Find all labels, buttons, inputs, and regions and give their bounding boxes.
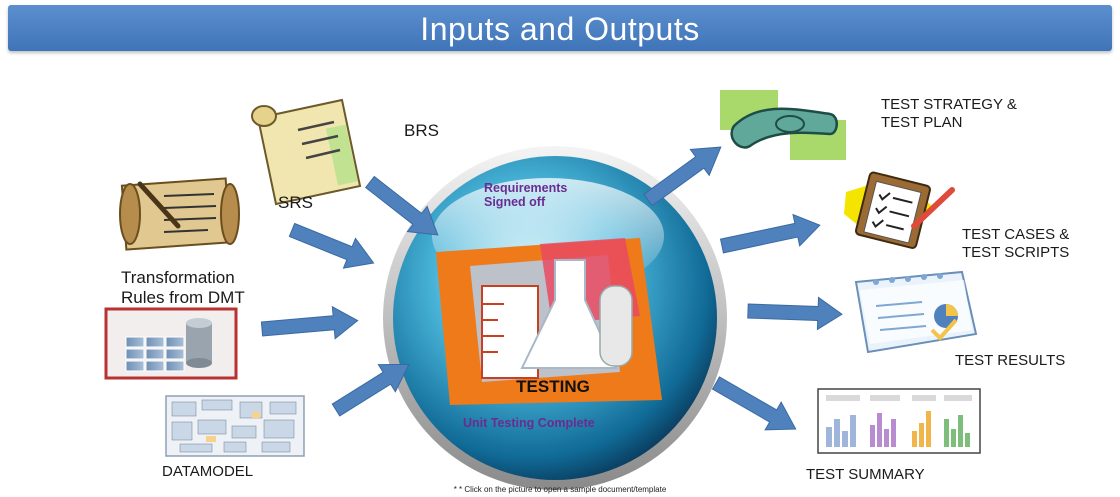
arrow-testing-to-strategy	[643, 146, 722, 207]
unit-testing-complete-note: Unit Testing Complete	[463, 416, 595, 430]
arrow-testing-to-summary	[711, 376, 797, 431]
test-cases-clipboard-icon[interactable]	[844, 171, 955, 249]
arrow-datamodel-to-testing	[331, 363, 410, 417]
srs-label: SRS	[278, 193, 313, 212]
page-title: Inputs and Outputs	[420, 11, 700, 47]
test-strategy-label-line2: TEST PLAN	[881, 114, 963, 131]
requirements-signed-off-line2: Signed off	[484, 195, 546, 209]
datamodel-diagram-icon[interactable]	[165, 395, 305, 457]
title-banner: Inputs and Outputs	[8, 5, 1112, 51]
datamodel-label: DATAMODEL	[162, 463, 254, 480]
flow-arrows	[260, 146, 843, 431]
dmt-rules-table-icon[interactable]	[104, 307, 238, 380]
lab-glassware-icon	[436, 238, 662, 405]
brs-label: BRS	[404, 121, 439, 140]
arrow-srs-to-testing	[288, 222, 375, 269]
brs-scroll-icon[interactable]	[251, 98, 362, 206]
arrow-brs-to-testing	[364, 175, 439, 236]
srs-document-icon[interactable]	[119, 177, 240, 251]
footnote: * * Click on the picture to open a sampl…	[453, 485, 667, 494]
arrow-testing-to-cases	[719, 213, 821, 254]
test-log-notebook-icon[interactable]	[854, 270, 978, 354]
testing-orb	[383, 146, 727, 490]
test-summary-charts-icon[interactable]	[817, 388, 981, 454]
test-strategy-label-line1: TEST STRATEGY &	[881, 96, 1017, 113]
arrow-rules-to-testing	[260, 305, 359, 340]
requirements-signed-off-line1: Requirements	[484, 181, 568, 195]
test-summary-label: TEST SUMMARY	[806, 466, 925, 483]
transformation-rules-label-line1: Transformation	[121, 268, 235, 287]
arrow-testing-to-results	[747, 296, 843, 331]
testing-label: TESTING	[516, 377, 590, 396]
test-cases-label-line1: TEST CASES &	[962, 226, 1070, 243]
test-cases-label-line2: TEST SCRIPTS	[962, 244, 1070, 261]
test-strategy-scroll-icon[interactable]	[720, 90, 846, 160]
transformation-rules-label-line2: Rules from DMT	[121, 288, 245, 307]
test-results-label: TEST RESULTS	[955, 352, 1066, 369]
